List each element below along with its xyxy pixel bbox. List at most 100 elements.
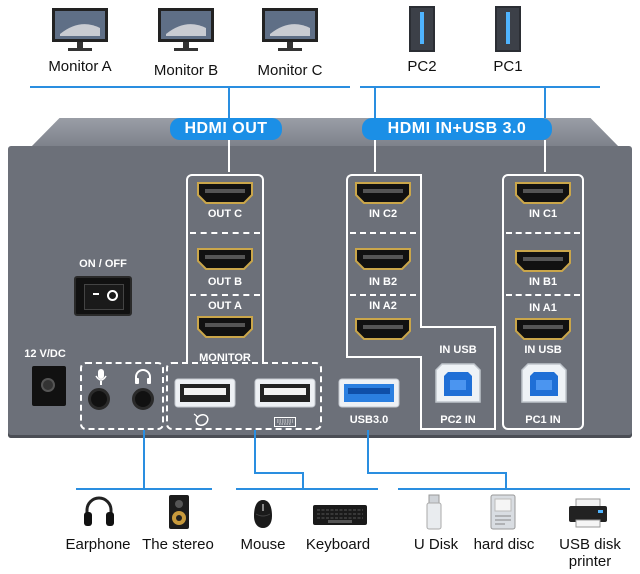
pc1-dash-2: [506, 294, 580, 296]
connector-hid-down: [254, 430, 256, 472]
dc-power-jack[interactable]: [32, 366, 66, 406]
pc2-group-bottom: [420, 428, 496, 430]
hdmi-in-b1-label: IN B1: [528, 276, 558, 288]
pc2-dash-1: [350, 232, 416, 234]
hard-disc-icon: [490, 494, 516, 530]
hdmi-out-c-port[interactable]: [196, 180, 254, 206]
power-on-mark-icon: [107, 290, 118, 301]
monitor-label: MONITOR: [199, 352, 251, 364]
monitor-a-icon: [50, 6, 110, 54]
connector-usb3-across: [367, 472, 507, 474]
pc1-group: [502, 174, 584, 430]
hdmi-out-b-label: OUT B: [207, 276, 243, 288]
pc-separator-line: [360, 86, 600, 88]
hdmi-in-c2-label: IN C2: [368, 208, 398, 220]
pc2-tower-icon: [406, 4, 438, 54]
headphone-icon: [134, 368, 152, 386]
mic-jack[interactable]: [88, 388, 110, 410]
power-switch[interactable]: [74, 276, 132, 316]
microphone-icon: [94, 368, 108, 386]
usb-keyboard-port[interactable]: [254, 378, 316, 408]
hdmi-in-b2-port[interactable]: [354, 246, 412, 272]
mouse-symbol-icon: [192, 412, 210, 427]
pc2-dash-2: [350, 294, 416, 296]
keyboard-icon: [312, 502, 368, 526]
hdmi-out-a-port[interactable]: [196, 314, 254, 340]
storage-separator-line: [398, 488, 630, 490]
stereo-label: The stereo: [142, 536, 214, 553]
power-switch-label: ON / OFF: [79, 258, 127, 270]
mouse-icon: [252, 498, 274, 530]
hdmi-out-group: [186, 174, 264, 362]
hdmi-in-usb-banner: HDMI IN+USB 3.0: [362, 118, 552, 140]
headphone-jack[interactable]: [132, 388, 154, 410]
dc-jack-hole-icon: [41, 378, 55, 392]
audio-group: [80, 362, 164, 430]
connector-hid-drop: [302, 472, 304, 488]
hdmi-out-dash-1: [190, 232, 260, 234]
dc-label: 12 V/DC: [24, 348, 66, 360]
monitor-b-icon: [156, 6, 216, 54]
connector-usb3-down: [367, 430, 369, 472]
pc2-group-usb-right: [494, 326, 496, 430]
connector-monitor-inner: [228, 140, 230, 172]
pc2-label: PC2: [407, 58, 437, 75]
u-disk-label: U Disk: [413, 536, 459, 553]
connector-hid-across: [254, 472, 304, 474]
pc2-group-right-edge: [420, 174, 422, 326]
pc2-group: [346, 174, 422, 356]
hdmi-out-a-label: OUT A: [208, 300, 242, 312]
usb3-label: USB3.0: [349, 414, 389, 426]
pc1-usb-in-label: IN USB: [524, 344, 562, 356]
monitor-c-label: Monitor C: [257, 62, 323, 79]
printer-icon: [568, 498, 608, 528]
usb-hid-group: [166, 362, 322, 430]
keyboard-symbol-icon: [274, 414, 296, 427]
usb3-port[interactable]: [338, 378, 400, 408]
monitor-separator-line: [30, 86, 350, 88]
earphone-label: Earphone: [65, 536, 131, 553]
earphone-icon: [82, 494, 116, 530]
connector-pc2-inner: [374, 140, 376, 172]
hdmi-in-a2-port[interactable]: [354, 316, 412, 342]
printer-label: USB disk printer: [559, 536, 621, 570]
hdmi-in-c2-port[interactable]: [354, 180, 412, 206]
pc2-usb-in-label: IN USB: [439, 344, 477, 356]
usb-mouse-port[interactable]: [174, 378, 236, 408]
pc1-usb-b-port[interactable]: [520, 362, 568, 404]
hard-disc-label: hard disc: [473, 536, 535, 553]
hdmi-out-c-label: OUT C: [207, 208, 243, 220]
power-off-mark-icon: [93, 293, 99, 295]
hdmi-out-banner: HDMI OUT: [170, 118, 282, 140]
hid-separator-line: [236, 488, 378, 490]
connector-usb3-drop: [505, 472, 507, 488]
audio-separator-line: [76, 488, 212, 490]
stereo-speaker-icon: [168, 494, 190, 530]
pc1-label: PC1: [493, 58, 523, 75]
mouse-label: Mouse: [240, 536, 286, 553]
pc1-in-label: PC1 IN: [525, 414, 561, 426]
hdmi-in-c1-port[interactable]: [514, 180, 572, 206]
hdmi-out-dash-2: [190, 294, 260, 296]
connector-audio: [143, 430, 145, 488]
hdmi-in-b1-port[interactable]: [514, 248, 572, 274]
pc1-tower-icon: [492, 4, 524, 54]
pc2-in-label: PC2 IN: [440, 414, 476, 426]
u-disk-icon: [426, 494, 442, 530]
power-switch-rocker: [84, 284, 124, 310]
hdmi-in-a1-port[interactable]: [514, 316, 572, 342]
pc2-group-lower-left: [346, 356, 422, 358]
pc2-usb-b-port[interactable]: [434, 362, 482, 404]
pc1-dash-1: [506, 232, 580, 234]
monitor-a-label: Monitor A: [48, 58, 112, 75]
pc2-group-usb-left: [420, 356, 422, 430]
connector-pc1-inner: [544, 140, 546, 172]
hdmi-out-b-port[interactable]: [196, 246, 254, 272]
monitor-b-label: Monitor B: [153, 62, 219, 79]
hdmi-in-b2-label: IN B2: [368, 276, 398, 288]
monitor-c-icon: [260, 6, 320, 54]
keyboard-label: Keyboard: [305, 536, 371, 553]
pc2-group-step: [420, 326, 496, 328]
hdmi-in-a2-label: IN A2: [369, 300, 397, 312]
hdmi-in-a1-label: IN A1: [529, 302, 557, 314]
